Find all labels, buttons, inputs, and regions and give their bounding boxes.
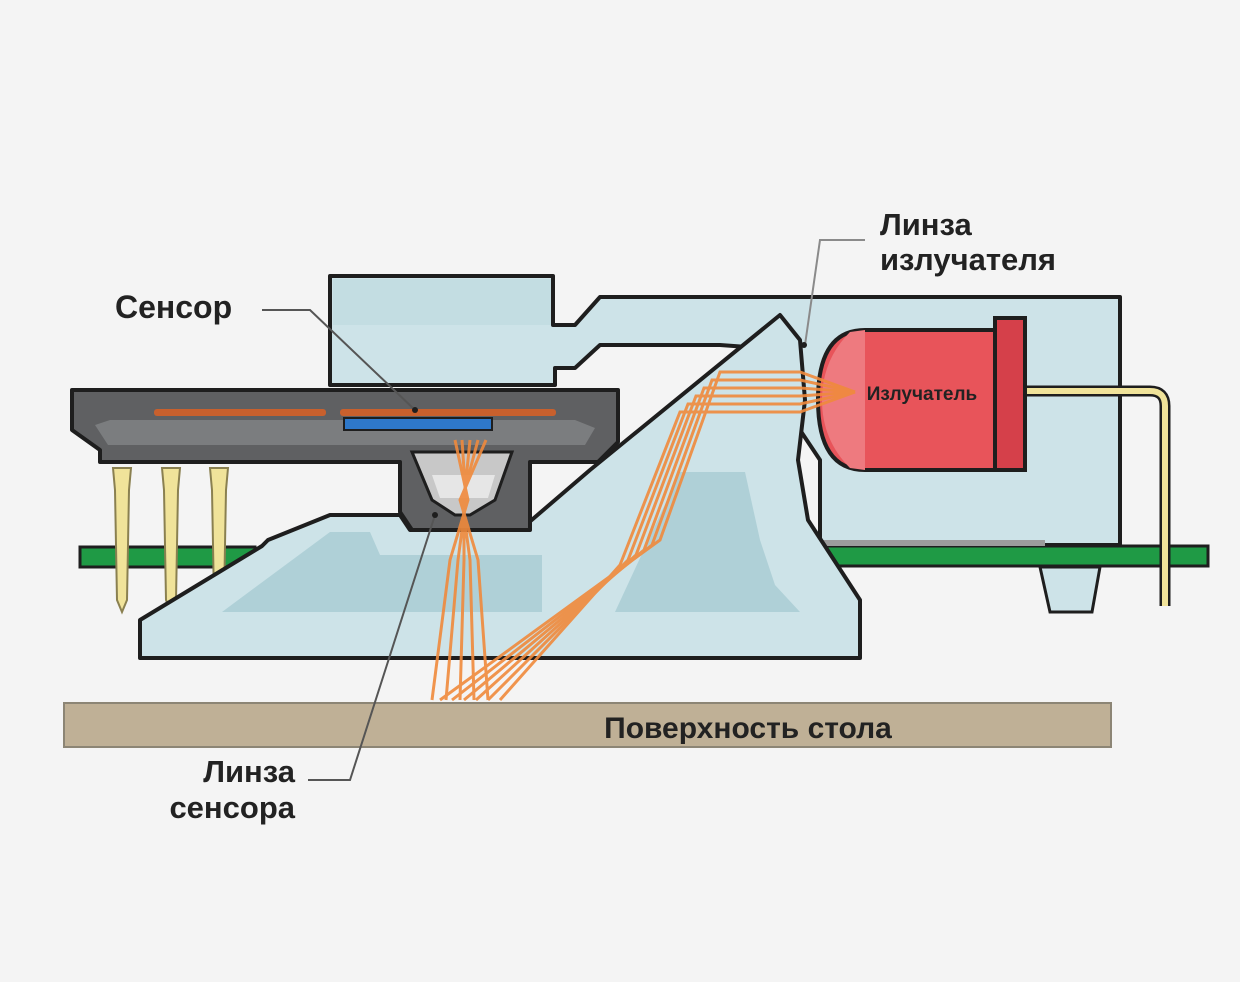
sensor-pin [111, 467, 133, 615]
sensor-lens-label-line1: Линза [203, 754, 296, 789]
light-rays [430, 370, 856, 702]
light-ray [458, 439, 490, 701]
emitter-lead [1025, 385, 1171, 606]
light-ray [430, 439, 470, 701]
sensor-trace [340, 409, 556, 416]
sensor-lens-leader-line [308, 514, 436, 781]
sensor-lens-label-line2: сенсора [169, 790, 295, 825]
light-ray [498, 390, 856, 701]
light-ray [463, 386, 856, 702]
right-pcb [810, 540, 1210, 614]
light-ray [460, 439, 480, 701]
light-ray [444, 439, 468, 701]
sensor-leader-line [262, 309, 416, 411]
sensor-trace [154, 409, 326, 416]
emitter-lens-label-line1: Линза [880, 207, 973, 242]
light-ray [451, 378, 856, 702]
sensor-pin [160, 467, 182, 615]
light-ray [458, 439, 472, 701]
light-ray [439, 370, 856, 702]
emitter-lens-label-line2: излучателя [880, 242, 1056, 277]
table-surface: Поверхность стола [63, 702, 1112, 748]
sensor-chip [70, 388, 620, 532]
leader-lines [262, 239, 865, 781]
emitter-label: Излучатель [867, 384, 977, 405]
sensor-label: Сенсор [115, 289, 232, 325]
emitter-lens-leader-line [804, 239, 865, 346]
emitter-led: Излучатель [815, 316, 1027, 472]
table-surface-label: Поверхность стола [604, 712, 892, 745]
sensor-die [343, 417, 493, 431]
